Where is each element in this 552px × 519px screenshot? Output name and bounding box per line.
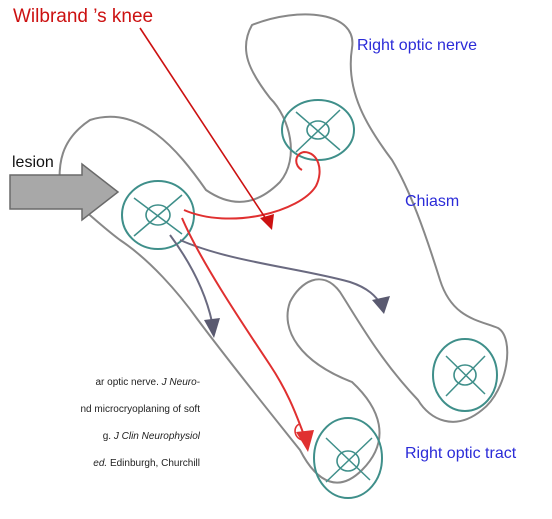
- reference-line: ed. Edinburgh, Churchill: [0, 458, 200, 469]
- fiber-uncrossed-arrowhead: [204, 318, 220, 338]
- reference-line: nd microcryoplaning of soft: [0, 404, 200, 415]
- lesion-label: lesion: [12, 154, 54, 172]
- wilbrand-knee-fiber: [184, 152, 320, 219]
- lesion-arrow: [10, 164, 118, 220]
- reference-line: ar optic nerve. J Neuro-: [0, 377, 200, 388]
- descending-red-fiber: [182, 218, 304, 435]
- section-left-optic-nerve: [122, 181, 194, 249]
- wilbrand-knee-label: Wilbrand ’s knee: [13, 6, 153, 28]
- section-right-optic-tract: [433, 339, 497, 411]
- right-optic-tract-label: Right optic tract: [405, 445, 516, 463]
- section-right-optic-nerve: [282, 100, 354, 160]
- wilbrand-pointer-line: [140, 28, 268, 222]
- fiber-crossing-arrowhead: [372, 296, 390, 314]
- right-optic-nerve-label: Right optic nerve: [357, 37, 477, 55]
- wilbrand-pointer-arrowhead: [260, 214, 274, 230]
- reference-line: g. J Clin Neurophysiol: [0, 431, 200, 442]
- chiasm-label: Chiasm: [405, 193, 459, 211]
